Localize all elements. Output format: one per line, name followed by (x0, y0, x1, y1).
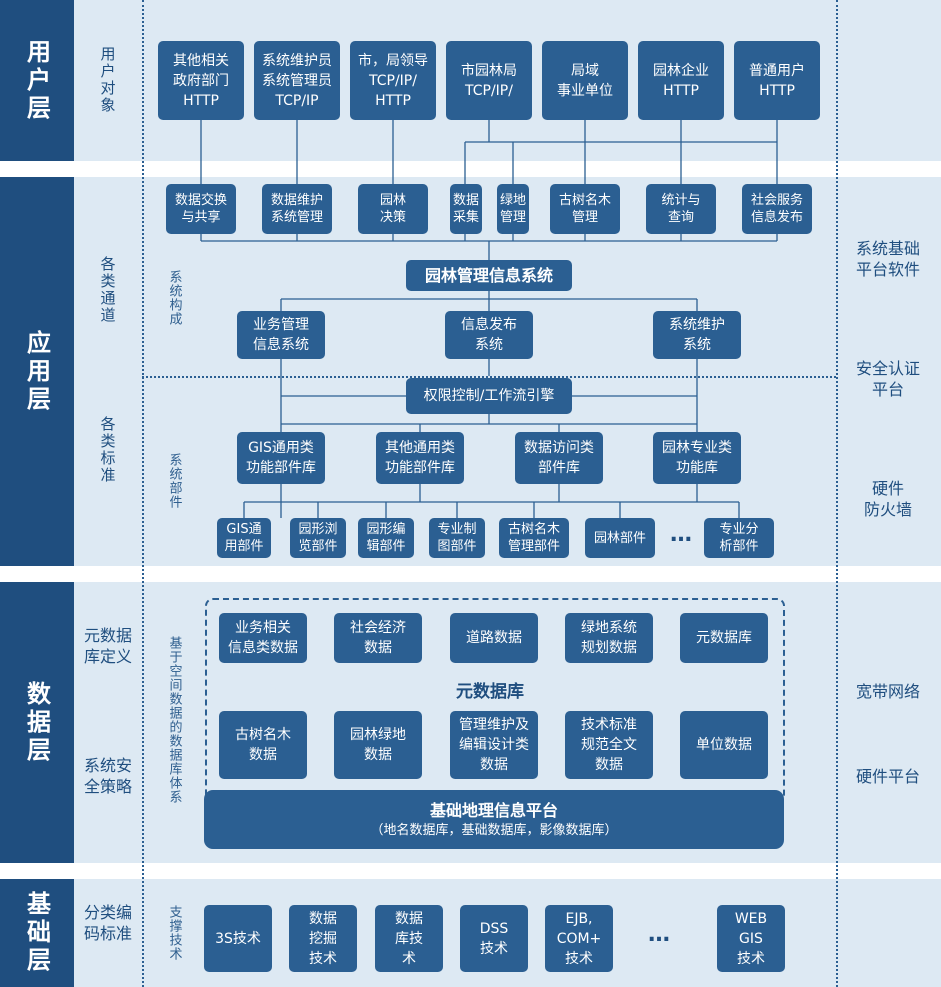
tech-3s: 3S技术 (204, 905, 272, 972)
user-box-garden-bureau: 市园林局 TCP/IP/ (446, 41, 532, 120)
separator-app-middle (142, 376, 836, 378)
support-tech-label: 支撑技术 (166, 905, 182, 961)
metadata-definition-label: 元数据库定义 (84, 626, 133, 666)
data-garden-green: 园林绿地 数据 (334, 711, 422, 779)
separator-left (142, 0, 144, 987)
component-map-browse: 园形浏 览部件 (290, 518, 346, 558)
app-channels-label: 各类通道 (98, 256, 117, 324)
user-box-garden-enterprises: 园林企业 HTTP (638, 41, 724, 120)
tech-webgis: WEB GIS 技术 (717, 905, 785, 972)
data-maintenance-design: 管理维护及 编辑设计类 数据 (450, 711, 538, 779)
tech-data-mining: 数据 挖掘 技术 (289, 905, 357, 972)
components-ellipsis: … (670, 522, 692, 547)
app-layer-band (0, 177, 941, 566)
component-garden: 园林部件 (585, 518, 655, 558)
app-system-components-label: 系统部件 (166, 452, 182, 509)
right-item-hardware: 硬件平台 (855, 767, 920, 786)
workflow-engine-box: 权限控制/工作流引擎 (406, 378, 572, 414)
techs-ellipsis: … (648, 922, 670, 947)
library-other-common: 其他通用类 功能部件库 (376, 432, 464, 484)
subsystem-publishing: 信息发布 系统 (445, 311, 533, 359)
data-metadata-db: 元数据库 (680, 613, 768, 663)
right-item-security-auth: 安全认证 平台 (855, 359, 920, 399)
layer-label-app: 应用层 (0, 177, 74, 566)
user-box-gov-departments: 其他相关 政府部门 HTTP (158, 41, 244, 120)
tech-ejb-com: EJB, COM+ 技术 (545, 905, 613, 972)
geo-platform-box: 基础地理信息平台 （地名数据库，基础数据库，影像数据库） (204, 790, 784, 849)
user-box-leaders: 市，局领导 TCP/IP/ HTTP (350, 41, 436, 120)
subsystem-business: 业务管理 信息系统 (237, 311, 325, 359)
library-data-access: 数据访问类 部件库 (515, 432, 603, 484)
user-objects-label: 用户对象 (98, 46, 117, 114)
layer-label-data: 数据层 (0, 582, 74, 863)
data-roads: 道路数据 (450, 613, 538, 663)
security-policy-label: 系统安全策略 (84, 756, 133, 796)
data-business-info: 业务相关 信息类数据 (219, 613, 307, 663)
separator-right (836, 0, 838, 987)
right-item-firewall: 硬件 防火墙 (863, 479, 912, 519)
component-professional-analysis: 专业分 析部件 (704, 518, 774, 558)
component-gis-common: GIS通 用部件 (217, 518, 271, 558)
metadata-db-title: 元数据库 (456, 682, 524, 702)
geo-platform-subtitle: （地名数据库，基础数据库，影像数据库） (370, 822, 618, 838)
spatial-db-system-label: 基于空间数据的数据库体系 (166, 636, 182, 804)
component-map-edit: 园形编 辑部件 (358, 518, 414, 558)
channel-green-management: 绿地 管理 (497, 184, 529, 234)
data-socio-economic: 社会经济 数据 (334, 613, 422, 663)
user-box-general-users: 普通用户 HTTP (734, 41, 820, 120)
channel-data-exchange: 数据交换 与共享 (166, 184, 236, 234)
channel-garden-decision: 园林 决策 (358, 184, 428, 234)
component-ancient-trees: 古树名木 管理部件 (499, 518, 569, 558)
tech-dss: DSS 技术 (460, 905, 528, 972)
channel-data-maintenance: 数据维护 系统管理 (262, 184, 332, 234)
channel-data-collection: 数据 采集 (450, 184, 482, 234)
data-units: 单位数据 (680, 711, 768, 779)
data-tech-standards: 技术标准 规范全文 数据 (565, 711, 653, 779)
component-professional-mapping: 专业制 图部件 (429, 518, 485, 558)
data-green-planning: 绿地系统 规划数据 (565, 613, 653, 663)
data-ancient-trees: 古树名木 数据 (219, 711, 307, 779)
right-item-broadband: 宽带网络 (855, 682, 920, 701)
library-garden-professional: 园林专业类 功能库 (653, 432, 741, 484)
main-system-box: 园林管理信息系统 (406, 260, 572, 291)
channel-social-service: 社会服务 信息发布 (742, 184, 812, 234)
channel-statistics-query: 统计与 查询 (646, 184, 716, 234)
layer-label-user: 用户层 (0, 0, 74, 161)
tech-database: 数据 库技 术 (375, 905, 443, 972)
layer-label-base: 基础层 (0, 879, 74, 987)
library-gis-common: GIS通用类 功能部件库 (237, 432, 325, 484)
classification-standard-label: 分类编码标准 (84, 903, 133, 943)
right-item-base-platform: 系统基础 平台软件 (855, 239, 920, 279)
app-standards-label: 各类标准 (98, 416, 117, 484)
channel-ancient-trees: 古树名木 管理 (550, 184, 620, 234)
user-box-sys-admin: 系统维护员 系统管理员 TCP/IP (254, 41, 340, 120)
subsystem-maintenance: 系统维护 系统 (653, 311, 741, 359)
app-system-composition-label: 系统构成 (166, 269, 182, 326)
user-box-public-units: 局域 事业单位 (542, 41, 628, 120)
geo-platform-title: 基础地理信息平台 (429, 800, 558, 820)
